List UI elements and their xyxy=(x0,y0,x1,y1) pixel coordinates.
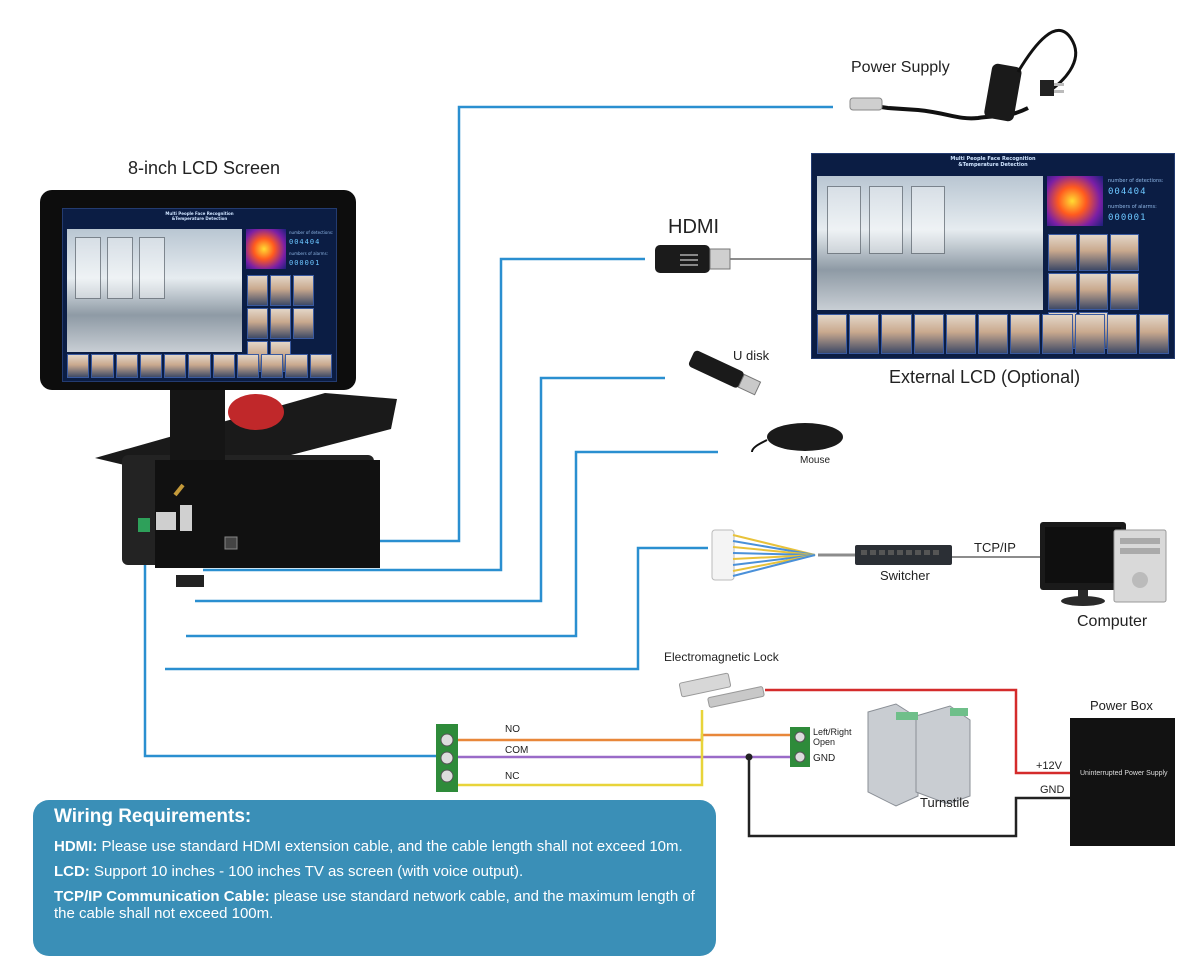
turnstile-label: Turnstile xyxy=(920,795,970,810)
lcd-8inch-label: 8-inch LCD Screen xyxy=(128,158,281,178)
mouse-label: Mouse xyxy=(800,455,831,466)
face-strip xyxy=(67,354,332,378)
wire-network xyxy=(165,546,708,671)
wire-udisk xyxy=(195,376,665,603)
external-lcd-screen: Multi People Face Recognition&Temperatur… xyxy=(811,153,1175,359)
wire-nc xyxy=(458,710,704,787)
external-thermal-image xyxy=(1047,176,1103,226)
external-detections-count: 004404 xyxy=(1108,187,1147,197)
alarms-count: 000001 xyxy=(289,259,321,267)
u-disk xyxy=(688,350,762,396)
requirement-lcd: LCD: Support 10 inches - 100 inches TV a… xyxy=(54,863,524,880)
detections-count: 004404 xyxy=(289,238,321,246)
mouse-device xyxy=(751,423,843,453)
camera-view xyxy=(67,229,242,352)
left-right-open-label: Left/Right Open xyxy=(813,727,852,747)
wire-mouse xyxy=(186,450,718,638)
terminal-block-left xyxy=(436,724,458,792)
external-face-strip xyxy=(817,314,1170,354)
external-screen-title: Multi People Face Recognition&Temperatur… xyxy=(950,156,1036,168)
alert-faces xyxy=(247,275,333,372)
power-supply-label: Power Supply xyxy=(851,59,950,76)
switcher-label: Switcher xyxy=(880,568,930,583)
turnstile-device xyxy=(867,703,971,807)
lcd-8inch-screen: Multi People Face Recognition&Temperatur… xyxy=(62,208,337,382)
computer-label: Computer xyxy=(1077,613,1148,630)
external-lcd-label: External LCD (Optional) xyxy=(889,367,1081,387)
gnd-box-label: GND xyxy=(1040,784,1065,796)
requirements-heading: Wiring Requirements: xyxy=(54,806,252,827)
requirement-hdmi: HDMI: Please use standard HDMI extension… xyxy=(54,838,683,855)
com-label: COM xyxy=(505,745,529,756)
wire-hdmi xyxy=(203,257,645,572)
hdmi-plug xyxy=(655,245,731,273)
em-lock-label: Electromagnetic Lock xyxy=(664,650,779,664)
power-box-device xyxy=(1070,718,1175,846)
junction-dot xyxy=(745,753,753,761)
power-box-label: Power Box xyxy=(1090,698,1153,713)
thermal-image xyxy=(246,229,286,269)
computer-device xyxy=(1040,522,1167,606)
power-box-text: Uninterrupted Power Supply xyxy=(1080,770,1168,777)
external-detections-label: number of detections: xyxy=(1108,178,1164,184)
wire-no xyxy=(458,733,790,742)
wire-gnd-black xyxy=(747,757,1070,838)
screen-title: Multi People Face Recognition&Temperatur… xyxy=(165,211,234,221)
tcpip-label: TCP/IP xyxy=(974,540,1016,555)
gnd-turnstile-label: GND xyxy=(813,753,836,764)
no-label: NO xyxy=(505,724,520,735)
requirement-tcpip: TCP/IP Communication Cable: please use s… xyxy=(54,888,695,922)
hdmi-label: HDMI xyxy=(668,216,720,238)
alarms-label: numbers of alarms: xyxy=(289,251,329,256)
electromagnetic-lock-device xyxy=(678,672,765,708)
power-supply-device xyxy=(849,28,1078,122)
external-alarms-count: 000001 xyxy=(1108,213,1147,223)
external-alarms-label: numbers of alarms: xyxy=(1108,204,1157,210)
switcher-device xyxy=(855,545,952,565)
external-camera-view xyxy=(817,176,1043,310)
nc-label: NC xyxy=(505,771,520,782)
terminal-device-body xyxy=(95,390,397,587)
wire-lock-red xyxy=(765,688,1070,775)
u-disk-label: U disk xyxy=(733,348,770,363)
wiring-requirements-panel: Wiring Requirements: HDMI: Please use st… xyxy=(33,800,716,956)
terminal-block-right xyxy=(790,727,810,767)
rj45-connector xyxy=(711,529,816,581)
external-alert-faces xyxy=(1048,234,1168,349)
detections-label: number of detections: xyxy=(289,230,334,235)
wire-relay xyxy=(143,530,436,758)
plus12v-label: +12V xyxy=(1036,760,1062,772)
